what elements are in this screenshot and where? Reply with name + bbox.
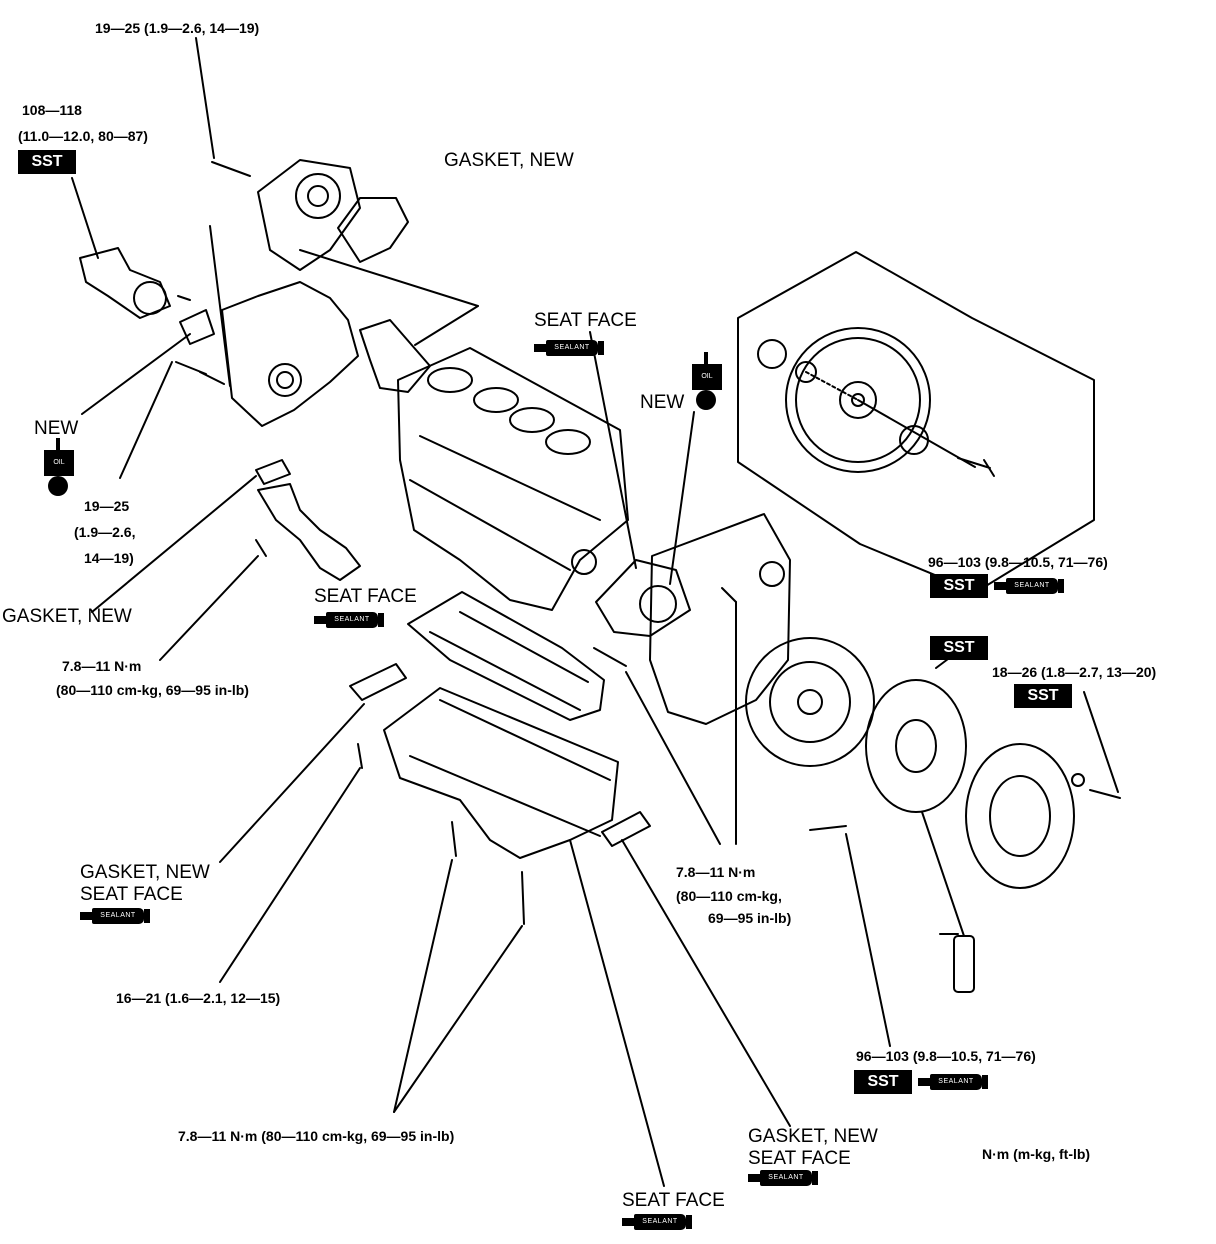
cylinder-bore-2	[473, 387, 519, 413]
caption-new-rear-seal: NEW	[640, 392, 685, 413]
clutch-cover-bolt-torque: 18—26 (1.8—2.7, 13—20)	[992, 664, 1157, 680]
caption-new-front-seal: NEW	[34, 418, 79, 439]
oil-strainer	[257, 483, 361, 581]
front-cover-bolt-torque-detail-b: 14—19)	[84, 550, 134, 566]
cylinder-bore-4	[545, 429, 591, 455]
sealant-tube-bottom: SEALANT	[622, 1214, 694, 1230]
front-cover-bolt-torque-detail-a: (1.9—2.6,	[74, 524, 136, 540]
front-cover-gasket	[359, 319, 431, 393]
oil-pan	[383, 687, 619, 859]
rear-cover-bolt-torque-detail-b: 69—95 in-lb)	[708, 910, 792, 926]
grease-container	[953, 935, 975, 993]
sealant-tube-flywheel-top: SEALANT	[994, 578, 1066, 594]
oil-strainer-bolt-torque-detail: (80—110 cm-kg, 69—95 in-lb)	[56, 682, 249, 698]
caption-gasket-new-top: GASKET, NEW	[444, 150, 574, 171]
drive-plate-bolt	[809, 825, 847, 831]
oil-pump-bolt-torque: 19—25 (1.9—2.6, 14—19)	[95, 20, 260, 36]
front-oil-seal	[179, 309, 215, 345]
sealant-tube-flywheel-bottom: SEALANT	[918, 1074, 990, 1090]
oil-pan-bolt	[357, 743, 363, 769]
drive-plate	[745, 637, 875, 767]
clutch-cover	[965, 743, 1075, 889]
cylinder-bore-1	[427, 367, 473, 393]
stiffener-gasket	[349, 663, 407, 701]
oil-pan-bolt-torque: 16—21 (1.6—2.1, 12—15)	[116, 990, 281, 1006]
oil-pump-gasket	[337, 197, 409, 263]
dipstick	[209, 225, 231, 387]
sealant-tube-left: SEALANT	[80, 908, 152, 924]
cylinder-bore-3	[509, 407, 555, 433]
crank-pulley	[79, 247, 171, 319]
front-cover-bolt-torque: 19—25	[84, 498, 130, 514]
unit-legend: N·m (m-kg, ft-lb)	[982, 1146, 1091, 1162]
caption-seat-face-left: SEAT FACE	[80, 884, 183, 905]
sst-badge-crank-pulley: SST	[18, 150, 76, 174]
oil-pump-bolt	[211, 161, 251, 177]
caption-seat-face-bottom: SEAT FACE	[622, 1190, 725, 1211]
rear-cover-plate	[649, 513, 791, 725]
sealant-tube-right: SEALANT	[748, 1170, 820, 1186]
cylinder-block	[397, 347, 629, 611]
oil-strainer-gasket	[255, 459, 291, 485]
caption-seat-face-right: SEAT FACE	[748, 1148, 851, 1169]
rear-oil-seal-housing	[595, 559, 691, 637]
sst-badge-flywheel-top: SST	[930, 574, 988, 598]
crank-pulley-bolt-torque-detail: (11.0—12.0, 80—87)	[18, 128, 148, 144]
clutch-disc	[865, 679, 967, 813]
caption-seat-face-rear: SEAT FACE	[534, 310, 637, 331]
rear-cover-bolt-torque: 7.8—11 N·m	[676, 864, 756, 880]
crank-pulley-bolt-torque: 108—118	[22, 102, 82, 118]
main-bearing-stiffener	[407, 591, 605, 721]
flywheel-ring-gear	[785, 327, 931, 473]
sst-badge-flywheel-bottom: SST	[854, 1070, 912, 1094]
caption-gasket-new-right: GASKET, NEW	[748, 1126, 878, 1147]
sealant-tube-rear: SEALANT	[534, 340, 606, 356]
sst-badge-clutch-cover: SST	[1014, 684, 1072, 708]
front-cover	[221, 281, 359, 427]
clutch-cover-bolt	[1089, 789, 1121, 799]
caption-seat-face-stiffener: SEAT FACE	[314, 586, 417, 607]
oil-strainer-bolt-torque: 7.8—11 N·m	[62, 658, 142, 674]
sealant-tube-stiffener: SEALANT	[314, 612, 386, 628]
flywheel-bolt-torque-top: 96—103 (9.8—10.5, 71—76)	[928, 554, 1108, 570]
caption-gasket-new-strainer: GASKET, NEW	[2, 606, 132, 627]
oil-pan-gasket-right	[601, 811, 651, 847]
flywheel-inset-hexagon	[737, 251, 1095, 593]
stiffener-bolt-torque: 7.8—11 N·m (80—110 cm-kg, 69—95 in-lb)	[178, 1128, 455, 1144]
caption-gasket-new-left: GASKET, NEW	[80, 862, 210, 883]
sst-badge-clutch-disc: SST	[930, 636, 988, 660]
flywheel-spacer	[757, 339, 787, 369]
oil-pump-housing	[257, 159, 361, 271]
rear-cover-bolt-torque-detail-a: (80—110 cm-kg,	[676, 888, 782, 904]
flywheel-bolt-torque-bottom: 96—103 (9.8—10.5, 71—76)	[856, 1048, 1036, 1064]
